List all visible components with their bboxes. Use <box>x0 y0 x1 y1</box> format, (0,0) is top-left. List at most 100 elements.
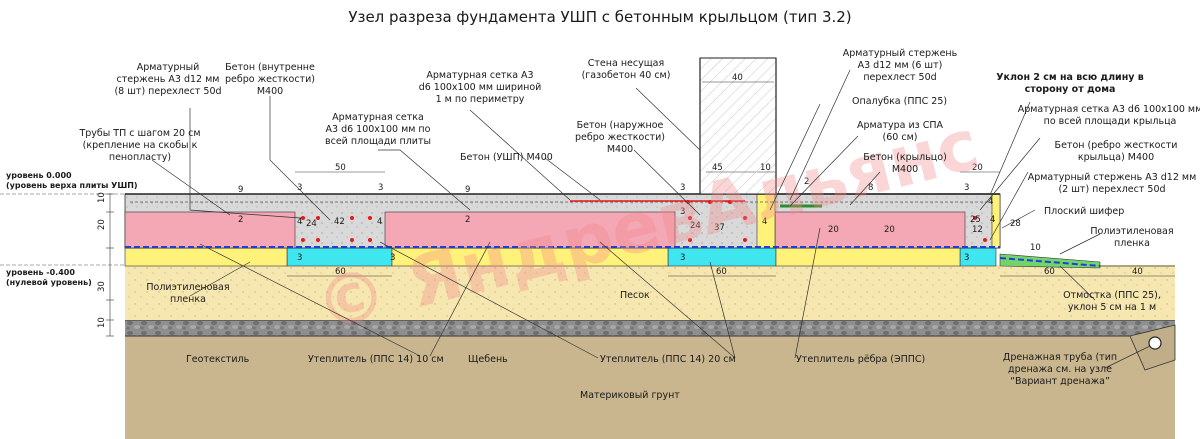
svg-text:по всей площади крыльца: по всей площади крыльца <box>1044 116 1177 127</box>
dim-25: 25 <box>970 215 981 225</box>
label-porch-concrete: Бетон (крыльцо) М400 <box>863 152 947 175</box>
svg-text:пленка: пленка <box>170 294 206 305</box>
dim-60b: 60 <box>716 267 727 277</box>
label-inner-rib: Бетон (внутренне ребро жесткости) М400 <box>225 62 315 97</box>
dim-4a: 4 <box>297 217 302 227</box>
svg-text:Уклон 2 см на всю длину в: Уклон 2 см на всю длину в <box>996 72 1144 83</box>
dim-2c: 2 <box>804 177 809 187</box>
svg-text:Бетон (внутренне: Бетон (внутренне <box>225 62 315 73</box>
dim-20b: 20 <box>828 225 839 235</box>
label-film-left: Полиэтиленовая пленка <box>146 282 229 305</box>
label-insulation-20: Утеплитель (ППС 14) 20 см <box>600 354 736 365</box>
dim-3f: 3 <box>680 253 685 263</box>
label-spa: Арматура из СПА (60 см) <box>857 120 944 143</box>
dim-4c: 4 <box>762 217 767 227</box>
label-slate: Плоский шифер <box>1044 206 1124 217</box>
svg-text:“Вариант дренажа”: “Вариант дренажа” <box>1010 376 1110 387</box>
dim-9b: 9 <box>465 185 470 195</box>
svg-text:Арматурная сетка А3: Арматурная сетка А3 <box>426 70 533 81</box>
label-mesh-plate: Арматурная сетка А3 d6 100х100 мм по все… <box>325 112 431 147</box>
dim-4e: 4 <box>990 215 995 225</box>
svg-text:Арматурный стержень: Арматурный стержень <box>843 48 958 59</box>
rebar-dots-rib3 <box>973 216 987 242</box>
rib-insulation-left <box>124 247 288 267</box>
bearing-wall <box>699 57 777 195</box>
dim-45: 45 <box>712 163 723 173</box>
svg-text:(2 шт) перехлест 50d: (2 шт) перехлест 50d <box>1058 184 1165 195</box>
dim-3e: 3 <box>680 207 685 217</box>
svg-text:Арматурная сетка А3 d6 100х100: Арматурная сетка А3 d6 100х100 мм <box>1018 104 1200 115</box>
dim-4d: 4 <box>988 197 993 207</box>
svg-text:Бетон (наружное: Бетон (наружное <box>577 120 664 131</box>
svg-text:1 м по периметру: 1 м по периметру <box>436 94 525 105</box>
svg-text:А3 d12 мм (6 шт): А3 d12 мм (6 шт) <box>858 60 943 71</box>
dim-3i: 3 <box>390 253 395 263</box>
label-insulation-rib: Утеплитель рёбра (ЭППС) <box>796 354 925 365</box>
dim-24b: 24 <box>690 221 701 231</box>
label-wall: Стена несущая (газобетон 40 см) <box>582 58 671 81</box>
dim-wall-40: 40 <box>732 73 743 83</box>
dim-20c: 20 <box>884 225 895 235</box>
svg-text:всей площади плиты: всей площади плиты <box>325 136 431 147</box>
dim-28: 28 <box>1010 219 1021 229</box>
label-otmostka: Отмостка (ППС 25), уклон 5 см на 1 м <box>1063 290 1161 313</box>
svg-text:Бетон (ребро жесткости: Бетон (ребро жесткости <box>1055 140 1178 151</box>
level-zero-line1: уровень -0.400 <box>6 268 75 277</box>
level-top-line1: уровень 0.000 <box>6 171 72 180</box>
insulation-block-2 <box>384 211 676 249</box>
svg-text:Бетон (крыльцо): Бетон (крыльцо) <box>863 152 947 163</box>
svg-text:d6 100х100 мм шириной: d6 100х100 мм шириной <box>419 82 542 93</box>
svg-text:(газобетон 40 см): (газобетон 40 см) <box>582 70 671 81</box>
label-porch-rib: Бетон (ребро жесткости крыльца) М400 <box>1055 140 1178 163</box>
dim-9a: 9 <box>238 185 243 195</box>
page-title: Узел разреза фундамента УШП с бетонным к… <box>348 8 851 26</box>
label-concrete-ushp: Бетон (УШП) М400 <box>460 152 553 163</box>
svg-text:пленка: пленка <box>1114 238 1150 249</box>
svg-text:(крепление на скобы к: (крепление на скобы к <box>83 140 198 151</box>
svg-text:уклон 5 см на 1 м: уклон 5 см на 1 м <box>1068 302 1156 313</box>
label-pipes: Трубы ТП с шагом 20 см (крепление на ско… <box>78 128 200 163</box>
dim-left-10b: 10 <box>97 317 107 328</box>
dim-42: 42 <box>334 217 345 227</box>
svg-text:перехлест 50d: перехлест 50d <box>863 72 936 83</box>
label-sand: Песок <box>620 290 650 301</box>
svg-text:пенопласту): пенопласту) <box>109 152 171 163</box>
svg-text:М400: М400 <box>607 144 633 155</box>
dim-3a: 3 <box>297 183 302 193</box>
flat-slate-line <box>999 257 1101 267</box>
label-rebar-8: Арматурный стержень А3 d12 мм (8 шт) пер… <box>114 62 221 97</box>
dim-2b: 2 <box>465 215 470 225</box>
svg-text:Стена несущая: Стена несущая <box>588 58 664 69</box>
rebar-dots-rib2 <box>686 200 747 242</box>
rebar-dots-rib1 <box>301 216 372 242</box>
level-zero-line2: (нулевой уровень) <box>6 278 92 287</box>
svg-text:ребро жесткости): ребро жесткости) <box>225 74 315 85</box>
leader-lines <box>151 69 1151 369</box>
dim-50: 50 <box>335 163 346 173</box>
label-rebar-6: Арматурный стержень А3 d12 мм (6 шт) пер… <box>843 48 958 83</box>
svg-text:стержень А3 d12 мм: стержень А3 d12 мм <box>117 74 220 85</box>
svg-text:Полиэтиленовая: Полиэтиленовая <box>146 282 229 293</box>
dim-3b: 3 <box>378 183 383 193</box>
rib-insulation-right <box>775 247 961 267</box>
dim-24a: 24 <box>306 219 317 229</box>
label-mesh-1m: Арматурная сетка А3 d6 100х100 мм ширино… <box>419 70 542 105</box>
svg-text:Арматурный стержень А3 d12 мм: Арматурный стержень А3 d12 мм <box>1028 172 1197 183</box>
svg-text:дренажа см. на узле: дренажа см. на узле <box>1008 364 1112 375</box>
label-rebar-2: Арматурный стержень А3 d12 мм (2 шт) пер… <box>1028 172 1197 195</box>
svg-text:М400: М400 <box>257 86 283 97</box>
drain-pipe-shape <box>1148 336 1162 350</box>
label-geotextile: Геотекстиль <box>186 354 250 365</box>
svg-text:Полиэтиленовая: Полиэтиленовая <box>1090 226 1173 237</box>
svg-text:Арматурный: Арматурный <box>137 62 200 73</box>
label-slope: Уклон 2 см на всю длину в сторону от дом… <box>996 72 1144 95</box>
insulation-block-1 <box>124 211 296 249</box>
dim-60a: 60 <box>335 267 346 277</box>
svg-text:Дренажная труба (тип: Дренажная труба (тип <box>1003 352 1117 363</box>
dim-left-10: 10 <box>97 192 107 203</box>
svg-text:А3 d6 100х100 мм по: А3 d6 100х100 мм по <box>326 124 431 135</box>
level-top-line2: (уровень верха плиты УШП) <box>6 181 138 190</box>
gravel-layer <box>125 320 1175 336</box>
dim-3h: 3 <box>964 253 969 263</box>
